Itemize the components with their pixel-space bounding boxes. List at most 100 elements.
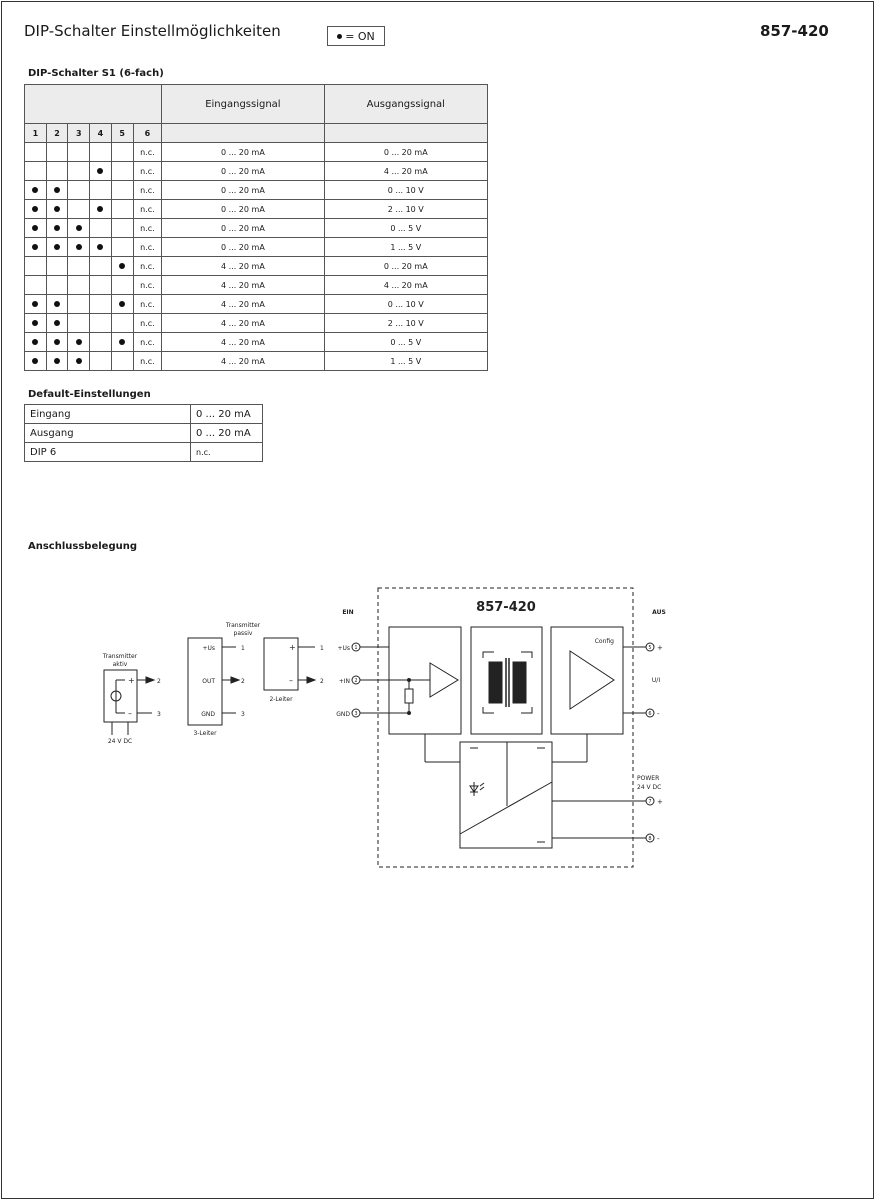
- switch-cell-5: [110, 294, 134, 314]
- power-voltage: 24 V DC: [637, 784, 661, 791]
- bullet-icon: [119, 300, 126, 307]
- power-label: POWER: [637, 775, 659, 782]
- input-signal: 4 ... 20 mA: [161, 332, 325, 352]
- terminal-icon: [645, 708, 655, 718]
- switch-cell-2: [45, 351, 69, 371]
- supply-label: 24 V DC: [108, 738, 132, 745]
- input-signal: 4 ... 20 mA: [161, 313, 325, 333]
- switch-number: 3: [67, 123, 91, 143]
- switch-cell-4: [89, 161, 112, 181]
- switch-cell-1: [24, 199, 47, 219]
- bullet-icon: [54, 300, 61, 307]
- switch-cell-3: [67, 161, 91, 181]
- input-signal: 4 ... 20 mA: [161, 294, 325, 314]
- switch-number: 1: [24, 123, 47, 143]
- switch-number: 2: [45, 123, 69, 143]
- page-title: DIP-Schalter Einstellmöglichkeiten: [24, 22, 281, 40]
- wire-num: 2: [241, 678, 245, 685]
- switch-cell-1: [24, 332, 47, 352]
- switch-6-value: n.c.: [132, 199, 163, 219]
- switch-cell-2: [45, 218, 69, 238]
- switch-cell-1: [24, 161, 47, 181]
- switch-cell-5: [110, 313, 134, 333]
- on-legend: = ON: [327, 26, 385, 46]
- terminal-num: 3: [354, 711, 357, 717]
- bullet-icon: [32, 186, 39, 193]
- terminal-icon: [645, 796, 655, 806]
- header-empty-cell: [323, 123, 489, 143]
- switch-cell-5: [110, 351, 134, 371]
- switch-6-value: n.c.: [132, 294, 163, 314]
- output-signal: 4 ... 20 mA: [323, 275, 489, 295]
- amplifier-icon: [569, 650, 615, 710]
- switch-cell-2: [45, 332, 69, 352]
- led-icon: [469, 782, 485, 796]
- pin-label: OUT: [202, 678, 215, 685]
- switch-cell-3: [67, 332, 91, 352]
- module-name: 857-420: [476, 600, 536, 615]
- wire-num: 3: [241, 711, 245, 718]
- terminal-num: 6: [648, 711, 651, 717]
- defaults-table: Eingang 0 ... 20 mA Ausgang 0 ... 20 mA …: [24, 404, 263, 462]
- terminal-label: +IN: [339, 678, 350, 685]
- switch-6-value: n.c.: [132, 142, 163, 162]
- table-row: DIP 6 n.c.: [24, 442, 263, 462]
- wire-num: 2: [320, 678, 324, 685]
- power-minus: -: [657, 835, 660, 843]
- bullet-icon: [54, 224, 61, 231]
- output-signal: 2 ... 10 V: [323, 313, 489, 333]
- isolation-block: [470, 626, 543, 735]
- switch-cell-2: [45, 256, 69, 276]
- bullet-icon: [119, 338, 126, 345]
- switch-cell-3: [67, 237, 91, 257]
- terminal-label: GND: [336, 711, 350, 718]
- on-legend-label: = ON: [345, 29, 375, 43]
- switch-cell-5: [110, 180, 134, 200]
- switch-cell-4: [89, 332, 112, 352]
- input-signal: 0 ... 20 mA: [161, 218, 325, 238]
- default-label: Eingang: [24, 404, 191, 424]
- bullet-icon: [119, 262, 126, 269]
- switch-cell-1: [24, 256, 47, 276]
- tx-2wire-box: [263, 637, 299, 691]
- pin-label: +Us: [202, 645, 215, 652]
- input-signal: 4 ... 20 mA: [161, 351, 325, 371]
- switch-cell-2: [45, 313, 69, 333]
- switch-6-value: n.c.: [132, 237, 163, 257]
- terminal-icon: [645, 833, 655, 843]
- bullet-icon: [54, 338, 61, 345]
- switch-cell-4: [89, 180, 112, 200]
- input-signal: 0 ... 20 mA: [161, 237, 325, 257]
- switch-number: 4: [89, 123, 112, 143]
- bullet-icon: [32, 300, 39, 307]
- switch-cell-2: [45, 294, 69, 314]
- tx-passive-label: Transmitter: [225, 622, 261, 629]
- switch-6-value: n.c.: [132, 332, 163, 352]
- wiring-title: Anschlussbelegung: [28, 541, 138, 552]
- bullet-icon: [75, 224, 82, 231]
- switch-cell-2: [45, 199, 69, 219]
- resistor-icon: [404, 688, 414, 704]
- bullet-icon: [32, 243, 39, 250]
- switch-cell-4: [89, 275, 112, 295]
- col-input-header: Eingangssignal: [161, 84, 325, 124]
- output-type-label: U/I: [652, 677, 660, 684]
- two-wire-label: 2-Leiter: [269, 696, 293, 703]
- output-plus: +: [657, 644, 663, 652]
- minus-label: –: [128, 709, 132, 718]
- output-signal: 4 ... 20 mA: [323, 161, 489, 181]
- switch-cell-4: [89, 313, 112, 333]
- dip-switch-table: Eingangssignal Ausgangssignal 1 2 3 4 5 …: [23, 84, 489, 371]
- switch-cell-2: [45, 142, 69, 162]
- bullet-icon: [32, 224, 39, 231]
- input-signal: 0 ... 20 mA: [161, 199, 325, 219]
- switch-6-value: n.c.: [132, 275, 163, 295]
- bullet-icon: [54, 357, 61, 364]
- switch-6-value: n.c.: [132, 180, 163, 200]
- plus-label: +: [128, 676, 135, 685]
